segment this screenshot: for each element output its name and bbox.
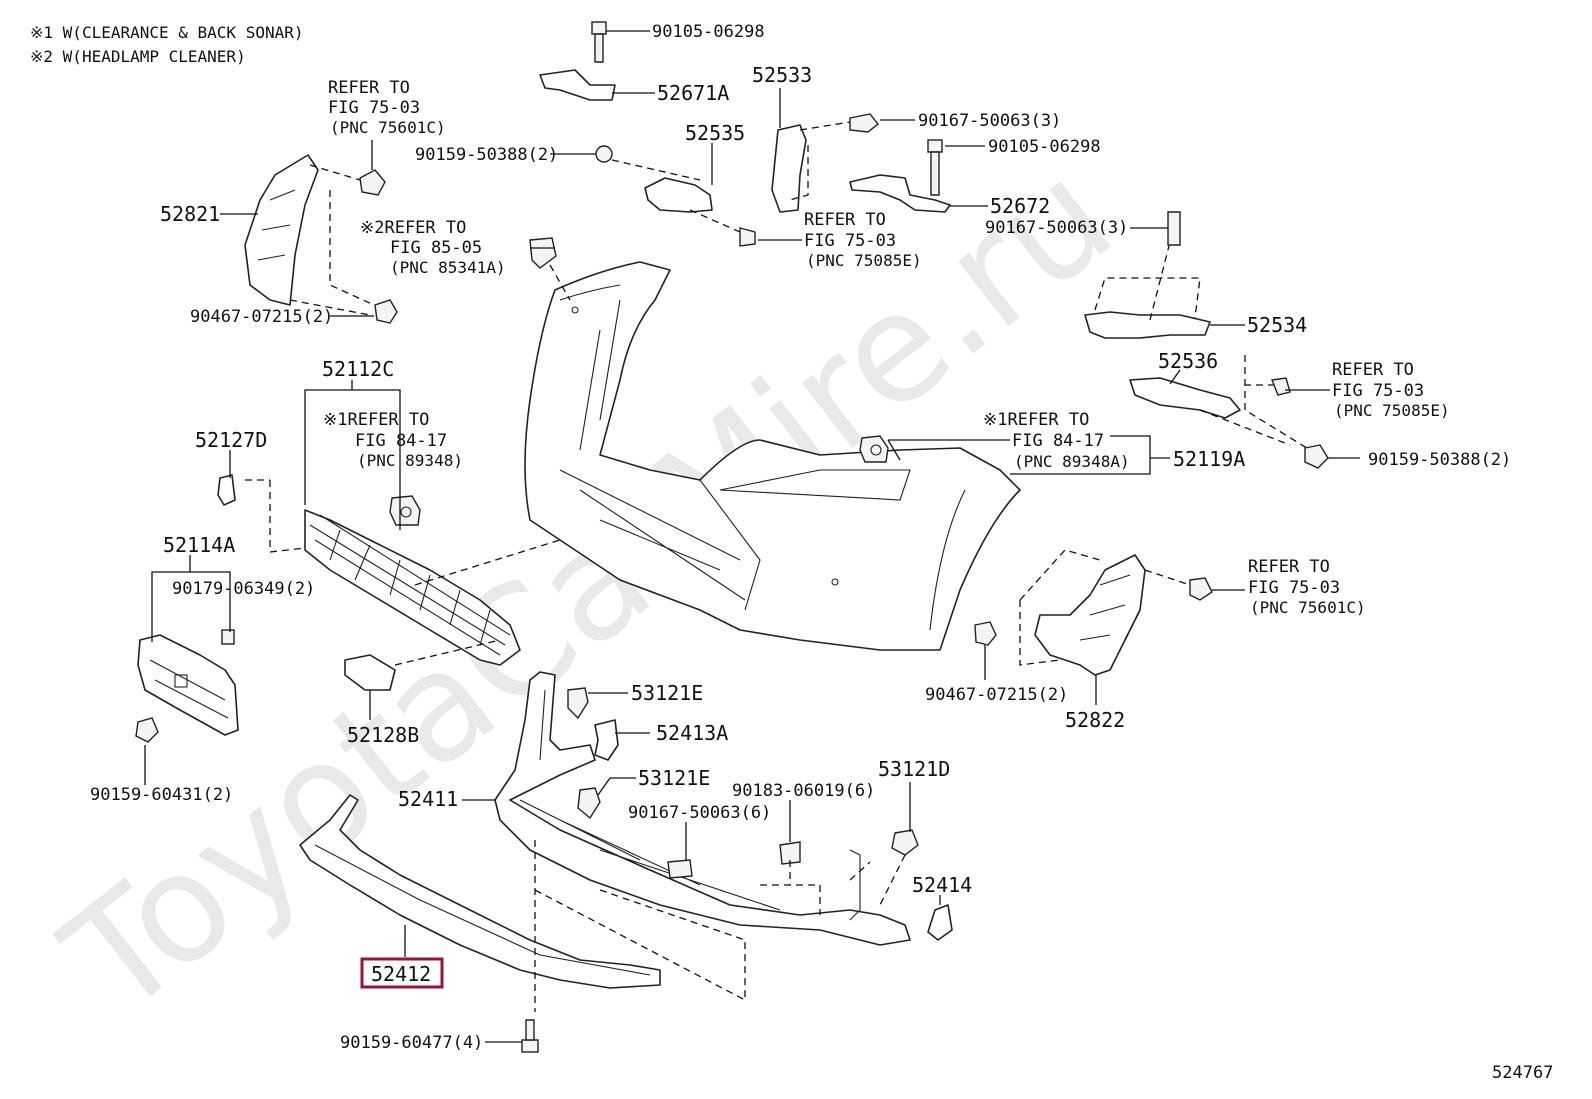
part-label-90105-06298[interactable]: 90105-06298 — [652, 22, 765, 42]
leader-lines — [144, 30, 1360, 1043]
refer-line: FIG 84-17 — [1012, 431, 1104, 451]
part-label-52533[interactable]: 52533 — [752, 63, 812, 87]
clip-icon — [779, 841, 801, 865]
part-label-90105-06298[interactable]: 90105-06298 — [988, 137, 1101, 157]
part-label-52672[interactable]: 52672 — [990, 194, 1050, 218]
part-label-90159-60431-2[interactable]: 90159-60431(2) — [90, 785, 233, 805]
part-label-52119A[interactable]: 52119A — [1173, 447, 1245, 471]
part-label-52411[interactable]: 52411 — [398, 787, 458, 811]
bolt-icon — [521, 1019, 539, 1053]
refer-block[interactable]: ※1REFER TO FIG 84-17 (PNC 89348A) — [983, 410, 1130, 471]
license-bracket-shape — [135, 629, 239, 743]
refer-line: REFER TO — [328, 78, 410, 98]
refer-line: ※1REFER TO — [983, 410, 1089, 430]
bolt-icon — [667, 859, 693, 879]
part-label-52822[interactable]: 52822 — [1065, 708, 1125, 732]
refer-block[interactable]: REFER TO FIG 75-03 (PNC 75085E) — [804, 210, 922, 270]
refer-line: FIG 84-17 — [355, 431, 447, 451]
part-52128B-shape — [344, 639, 501, 691]
bracket-52822-shape — [974, 549, 1213, 676]
part-label-53121E[interactable]: 53121E — [631, 681, 703, 705]
refer-block[interactable]: ※1REFER TO FIG 84-17 (PNC 89348) — [323, 410, 463, 470]
part-label-52413A[interactable]: 52413A — [656, 721, 728, 745]
refer-line: REFER TO — [1248, 557, 1330, 577]
part-label-90167-50063-3[interactable]: 90167-50063(3) — [918, 111, 1061, 131]
refer-line: (PNC 89348) — [357, 451, 463, 470]
refer-block[interactable]: REFER TO FIG 75-03 (PNC 75085E) — [1332, 360, 1450, 420]
part-label-52127D[interactable]: 52127D — [195, 428, 267, 452]
refer-line: (PNC 75601C) — [330, 118, 446, 137]
refer-line: REFER TO — [804, 210, 886, 230]
part-label-52128B[interactable]: 52128B — [347, 723, 419, 747]
refer-line: FIG 75-03 — [1332, 381, 1424, 401]
sensor-icon — [859, 435, 889, 463]
part-label-52412[interactable]: 52412 — [371, 962, 431, 986]
part-label-52535[interactable]: 52535 — [685, 121, 745, 145]
bracket-52534-shape — [1084, 211, 1211, 339]
absorber-52411-shape — [494, 671, 911, 946]
refer-block[interactable]: REFER TO FIG 75-03 (PNC 75601C) — [1248, 557, 1366, 617]
clip-icon — [359, 140, 386, 196]
clip-icon — [891, 829, 919, 856]
note-headlamp-cleaner: ※2 W(HEADLAMP CLEANER) — [30, 47, 246, 66]
grille-52112C-shape — [304, 509, 521, 666]
part-label-90467-07215-2[interactable]: 90467-07215(2) — [190, 307, 333, 327]
refer-block[interactable]: ※2REFER TO FIG 85-05 (PNC 85341A) — [360, 218, 506, 277]
bracket-52672-shape — [849, 139, 951, 213]
part-label-52671A[interactable]: 52671A — [657, 81, 729, 105]
spoiler-52412-shape — [299, 794, 746, 1012]
bracket-52535-shape — [595, 145, 756, 247]
clip-icon — [577, 787, 601, 820]
part-label-52536[interactable]: 52536 — [1158, 349, 1218, 373]
part-label-53121D[interactable]: 53121D — [878, 757, 950, 781]
bracket-52533-shape — [771, 113, 879, 213]
note-clearance-sonar: ※1 W(CLEARANCE & BACK SONAR) — [30, 23, 304, 42]
bracket-52536-shape — [1129, 355, 1329, 469]
part-label-52534[interactable]: 52534 — [1247, 313, 1307, 337]
part-label-52821[interactable]: 52821 — [160, 202, 220, 226]
part-label-53121E[interactable]: 53121E — [638, 766, 710, 790]
refer-line: (PNC 75601C) — [1250, 598, 1366, 617]
refer-line: (PNC 89348A) — [1014, 452, 1130, 471]
refer-line: (PNC 75085E) — [1334, 401, 1450, 420]
part-52127D-shape — [217, 474, 236, 506]
part-label-52114A[interactable]: 52114A — [163, 533, 235, 557]
figure-number: 524767 — [1492, 1063, 1553, 1083]
refer-line: (PNC 85341A) — [390, 258, 506, 277]
part-label-90159-50388-2[interactable]: 90159-50388(2) — [1368, 450, 1511, 470]
refer-line: (PNC 75085E) — [806, 251, 922, 270]
refer-line: FIG 75-03 — [1248, 578, 1340, 598]
part-label-90159-50388-2[interactable]: 90159-50388(2) — [415, 145, 558, 165]
part-label-90467-07215-2[interactable]: 90467-07215(2) — [925, 685, 1068, 705]
clip-icon — [374, 299, 398, 324]
refer-line: FIG 75-03 — [804, 231, 896, 251]
part-label-90183-06019-6[interactable]: 90183-06019(6) — [732, 781, 875, 801]
bracket-52821-shape — [244, 154, 319, 306]
sensor-icon — [389, 495, 421, 526]
part-label-90167-50063-3[interactable]: 90167-50063(3) — [985, 218, 1128, 238]
part-label-52414[interactable]: 52414 — [912, 873, 972, 897]
part-label-90167-50063-6[interactable]: 90167-50063(6) — [628, 803, 771, 823]
refer-line: FIG 85-05 — [390, 238, 482, 258]
highlight-box — [360, 957, 444, 989]
refer-line: ※2REFER TO — [360, 218, 466, 238]
refer-line: REFER TO — [1332, 360, 1414, 380]
bumper-cover-shape — [524, 261, 1021, 651]
refer-line: FIG 75-03 — [328, 98, 420, 118]
part-label-90159-60477-4[interactable]: 90159-60477(4) — [340, 1033, 483, 1053]
part-52413A-shape — [594, 719, 619, 761]
clip-icon — [567, 687, 589, 720]
part-label-90179-06349-2[interactable]: 90179-06349(2) — [172, 579, 315, 599]
part-label-52112C[interactable]: 52112C — [322, 357, 394, 381]
refer-line: ※1REFER TO — [323, 410, 429, 430]
nozzle-icon — [529, 237, 571, 301]
refer-block[interactable]: REFER TO FIG 75-03 (PNC 75601C) — [328, 78, 446, 137]
bracket-52671A-shape — [539, 21, 616, 101]
part-52414-shape — [927, 904, 953, 941]
